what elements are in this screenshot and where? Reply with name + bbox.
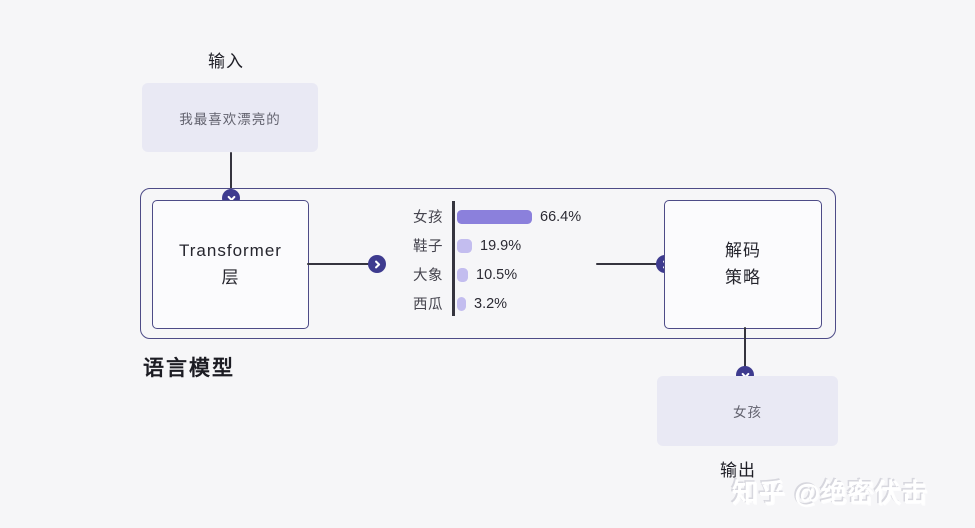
probability-bar (457, 238, 472, 253)
transformer-box-line1: Transformer (179, 241, 282, 261)
connector-input-to-model (229, 152, 233, 192)
token-label: 西瓜 (413, 297, 443, 313)
chart-row: 西瓜 3.2% (401, 289, 581, 318)
input-text-box: 我最喜欢漂亮的 (142, 83, 318, 152)
connector-decode-to-output (743, 327, 747, 369)
probability-value: 66.4% (540, 208, 582, 225)
transformer-box-line2: 层 (221, 267, 240, 287)
chart-row: 大象 10.5% (401, 260, 581, 289)
probability-value: 3.2% (474, 295, 508, 312)
language-model-label: 语言模型 (143, 357, 235, 380)
chart-row: 女孩 66.4% (401, 202, 581, 231)
decode-box-line2: 策略 (725, 267, 761, 287)
chart-axis-line (452, 201, 455, 316)
probability-bar (457, 296, 466, 311)
probability-bar (457, 267, 468, 282)
decode-strategy-box: 解码 策略 (664, 200, 822, 329)
input-text: 我最喜欢漂亮的 (179, 111, 281, 127)
zhihu-watermark: 知乎 @绝密伏击 (732, 478, 929, 508)
language-model-container (140, 188, 836, 339)
connector-chart-to-decode (596, 262, 659, 266)
transformer-layer-box: Transformer 层 (152, 200, 309, 329)
token-label: 女孩 (413, 210, 443, 226)
token-label: 鞋子 (413, 239, 443, 255)
token-label: 大象 (413, 268, 443, 284)
probability-value: 10.5% (476, 266, 518, 283)
chevron-right-icon (368, 255, 386, 273)
decode-box-line1: 解码 (725, 241, 761, 261)
probability-value: 19.9% (480, 237, 522, 254)
output-section-label: 输出 (720, 461, 756, 480)
connector-transformer-to-chart (307, 262, 371, 266)
input-section-label: 输入 (208, 52, 244, 71)
probability-bar (457, 209, 532, 224)
output-text: 女孩 (733, 405, 762, 420)
probability-chart-rows: 女孩 66.4% 鞋子 19.9% 大象 10.5% 西瓜 3.2% (401, 202, 581, 318)
output-text-box: 女孩 (657, 376, 838, 446)
chart-row: 鞋子 19.9% (401, 231, 581, 260)
